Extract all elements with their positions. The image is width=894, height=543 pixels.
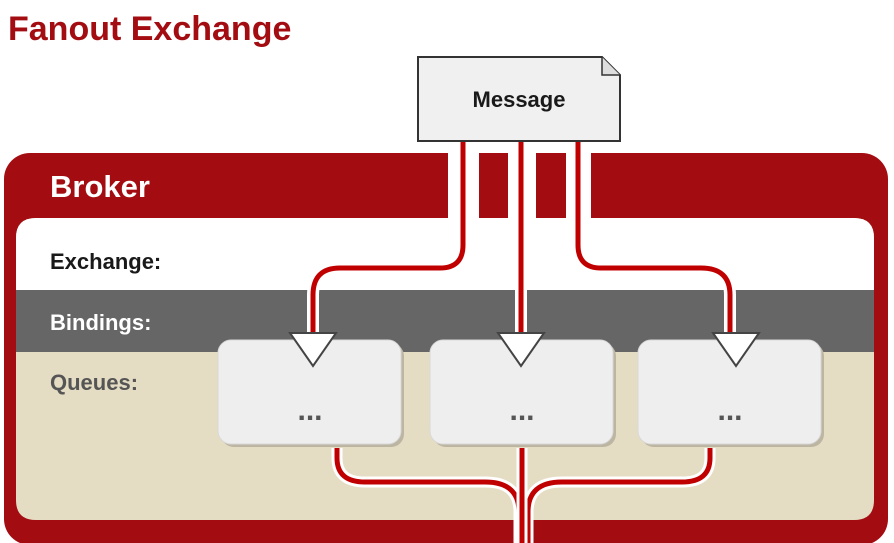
queue-box-3: ... (637, 339, 824, 447)
queue-box-label: ... (717, 394, 742, 427)
queue-box-label: ... (297, 394, 322, 427)
message-box: Message (417, 56, 621, 142)
arrowhead-icon (711, 332, 761, 368)
exchange-row-label: Exchange: (50, 249, 161, 274)
queue-box-2: ... (429, 339, 616, 447)
diagram-title: Fanout Exchange (8, 10, 291, 48)
message-box-body (417, 56, 621, 142)
arrowhead-icon (496, 332, 546, 368)
arrowhead-icon (288, 332, 338, 368)
queue-box-label: ... (509, 394, 534, 427)
route-line-right (575, 142, 733, 334)
consumer-lines (331, 448, 716, 543)
broker-label: Broker (50, 169, 150, 204)
message-label: Message (473, 87, 566, 112)
queue-box-1: ... (217, 339, 404, 447)
routing-lines (288, 142, 761, 368)
queues-row-label: Queues: (50, 370, 138, 395)
consumer-line-right (525, 448, 713, 543)
broker-container: Broker Exchange: Bindings: Queues: ... .… (4, 150, 888, 543)
bindings-row-label: Bindings: (50, 310, 151, 335)
message-fold-corner (601, 57, 620, 76)
route-line-left (310, 142, 466, 334)
